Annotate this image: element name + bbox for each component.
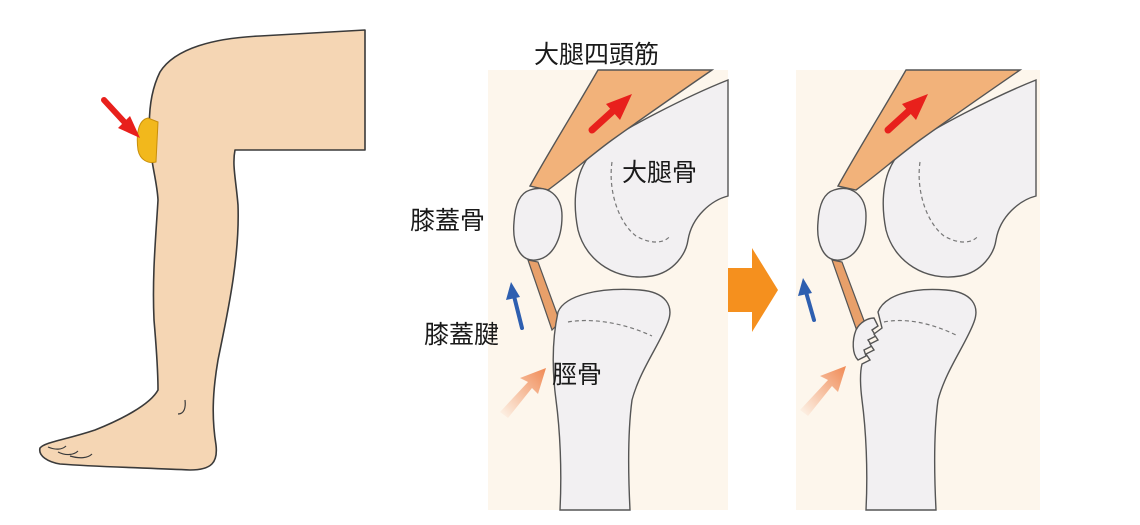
- label-quadriceps: 大腿四頭筋: [534, 40, 660, 69]
- red-arrow-icon: [884, 94, 928, 134]
- blue-arrow-icon: [798, 278, 816, 322]
- knee-pain-spot: [136, 117, 159, 163]
- avulsed-fragment: [852, 317, 879, 361]
- gradient-arrow-icon: [800, 366, 846, 416]
- red-arrow-icon: [101, 97, 140, 138]
- patella-bone: [513, 187, 563, 261]
- femur-dash: [610, 161, 671, 243]
- tibia-bone: [859, 288, 977, 511]
- normal-knee-panel: [488, 69, 729, 511]
- gradient-arrow-icon: [500, 368, 546, 418]
- label-femur: 大腿骨: [622, 158, 698, 187]
- toe-lines: [47, 445, 93, 459]
- label-tibia: 脛骨: [552, 360, 603, 389]
- leg-illustration: [38, 29, 366, 471]
- fracture-knee-panel: [796, 69, 1040, 511]
- red-arrow-icon: [588, 94, 632, 134]
- quadriceps-muscle: [836, 69, 1023, 191]
- ankle-mark: [177, 399, 186, 415]
- femur-dash: [918, 161, 979, 243]
- orange-arrow-icon: [728, 248, 778, 332]
- tibia-bone: [552, 288, 671, 511]
- leg-shape: [38, 29, 366, 471]
- tibia-dash: [567, 319, 653, 337]
- patella-bone: [817, 187, 867, 261]
- label-patellar-tendon: 膝蓋腱: [424, 320, 500, 349]
- blue-arrow-icon: [506, 282, 524, 330]
- quadriceps-muscle: [528, 69, 715, 191]
- label-patella: 膝蓋骨: [410, 206, 486, 235]
